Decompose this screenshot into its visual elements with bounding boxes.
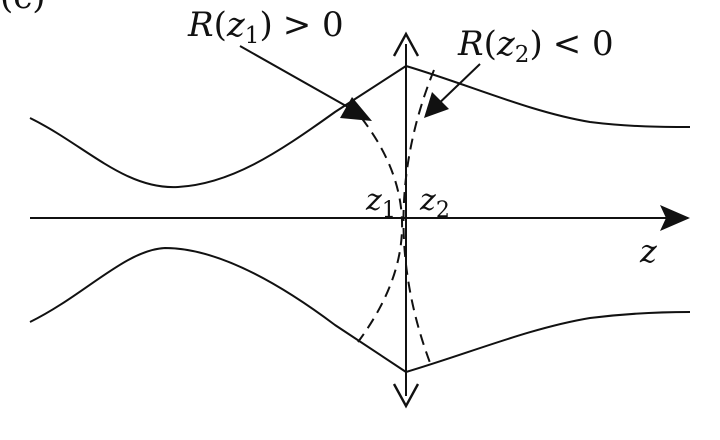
beam-envelope-upper-left (29, 65, 407, 189)
wavefront-z2 (402, 69, 435, 369)
panel-label: (c) (0, 0, 46, 17)
beam-envelope-lower-left (29, 246, 407, 373)
vertical-element-arrow-top (392, 31, 420, 57)
beam-envelope-lower-right (405, 311, 691, 373)
vertical-element-arrow-bottom (392, 383, 420, 409)
arrow-to-wavefront-z1 (239, 45, 363, 116)
annotation-r-z2: R(z2)< 0 (457, 24, 614, 68)
beam-envelope-upper-right (405, 65, 691, 128)
z-axis-arrowhead (660, 205, 690, 231)
position-label-z1: z1 (365, 183, 396, 223)
axis-label-z: z (639, 232, 658, 270)
arrow-to-wavefront-z1-head (340, 97, 372, 121)
wavefront-z1 (349, 103, 404, 343)
position-label-z2: z2 (419, 183, 450, 223)
arrow-to-wavefront-z2-head (424, 92, 449, 118)
annotation-r-z1: R(z1)> 0 (187, 5, 344, 49)
